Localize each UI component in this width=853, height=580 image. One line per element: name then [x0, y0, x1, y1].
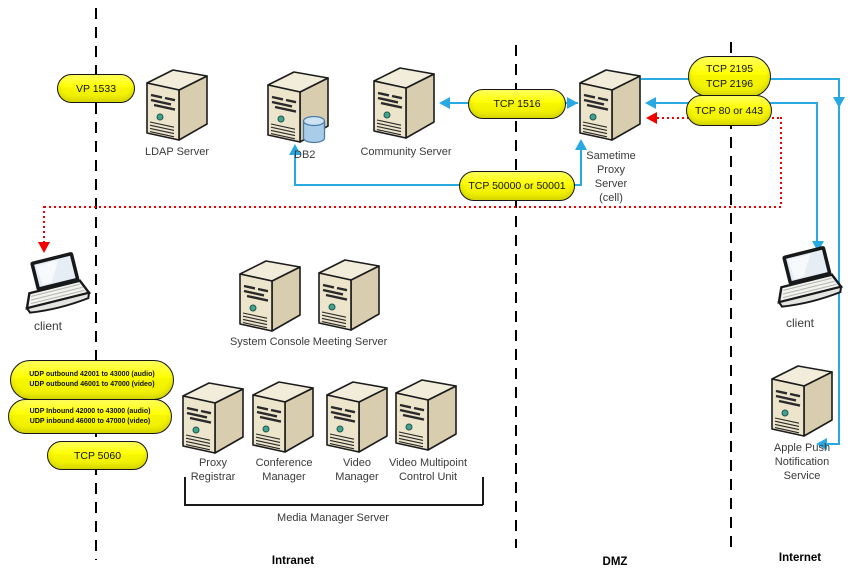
boundary-line-left — [95, 8, 97, 560]
port-label-udp-inbound: UDP Inbound 42000 to 43000 (audio) UDP i… — [8, 399, 172, 434]
tcp1516-arrow-into-community — [439, 97, 450, 109]
port-label-vp1533: VP 1533 — [57, 74, 135, 103]
tcp80-line-vertical — [816, 102, 818, 242]
server-icon — [770, 364, 834, 438]
laptop-icon — [15, 248, 92, 317]
server-icon — [317, 258, 381, 332]
db2-proxy-line — [294, 184, 582, 186]
zone-label-internet: Internet — [778, 552, 822, 564]
tcp2195-direction-arrow — [833, 97, 845, 108]
port-label-tcp5060: TCP 5060 — [47, 441, 148, 470]
meeting-server-label: Meeting Server — [312, 336, 388, 348]
red-line-horizontal-long — [44, 206, 781, 208]
server-icon — [181, 381, 245, 455]
tcp2195-line-vertical — [838, 78, 840, 444]
arrow-into-apns — [816, 438, 827, 450]
arrow-into-client-right — [812, 241, 824, 252]
server-icon — [372, 66, 436, 140]
port-label-udp-outbound: UDP outbound 42001 to 43000 (audio) UDP … — [10, 360, 174, 400]
laptop-icon — [767, 242, 844, 311]
proxy-registrar-label: Proxy Registrar — [190, 457, 236, 483]
server-icon — [578, 68, 642, 142]
system-console-label: System Console — [229, 336, 311, 348]
boundary-line-dmz-internet — [730, 42, 732, 555]
port-label-tcp80-443: TCP 80 or 443 — [686, 95, 772, 126]
apns-line-horizontal — [827, 443, 840, 445]
video-mcu-label: Video Multipoint Control Unit — [388, 457, 468, 483]
red-line-vertical-left — [43, 206, 45, 244]
client-left-label: client — [33, 319, 62, 333]
server-icon — [145, 68, 209, 142]
database-icon — [302, 115, 326, 144]
db2-line-vertical — [294, 152, 296, 185]
server-icon — [394, 378, 458, 452]
media-manager-bracket-left — [184, 477, 186, 505]
red-line-vertical-right — [780, 117, 782, 207]
sametime-proxy-label: Sametime Proxy Server (cell) — [586, 150, 636, 204]
conference-manager-label: Conference Manager — [255, 457, 313, 483]
arrow-into-proxy-bottom — [575, 139, 587, 150]
arrow-into-proxy-right — [645, 97, 656, 109]
zone-label-intranet: Intranet — [271, 555, 315, 567]
community-server-label: Community Server — [360, 146, 452, 158]
media-manager-bracket-bottom — [184, 504, 483, 506]
port-label-tcp50000: TCP 50000 or 50001 — [459, 171, 575, 201]
red-arrow-into-proxy — [646, 112, 657, 124]
boundary-line-intranet-dmz — [515, 45, 517, 548]
tcp1516-arrow-into-proxy — [567, 97, 578, 109]
ldap-server-label: LDAP Server — [145, 146, 209, 158]
proxy-line-vertical — [580, 148, 582, 185]
db2-label: DB2 — [294, 149, 316, 161]
client-right-label: client — [785, 316, 814, 330]
arrow-into-db2 — [289, 144, 301, 155]
apns-label: Apple Push Notification Service — [773, 442, 831, 482]
media-manager-bracket-right — [482, 477, 484, 505]
red-arrow-into-client-left — [38, 242, 50, 253]
port-label-tcp2195-2196: TCP 2195 TCP 2196 — [688, 56, 771, 97]
port-label-tcp1516: TCP 1516 — [468, 89, 566, 119]
server-icon — [251, 380, 315, 454]
zone-label-dmz: DMZ — [602, 556, 628, 568]
server-icon — [325, 380, 389, 454]
media-manager-server-label: Media Manager Server — [277, 512, 389, 524]
server-icon — [238, 259, 302, 333]
video-manager-label: Video Manager — [335, 457, 379, 483]
